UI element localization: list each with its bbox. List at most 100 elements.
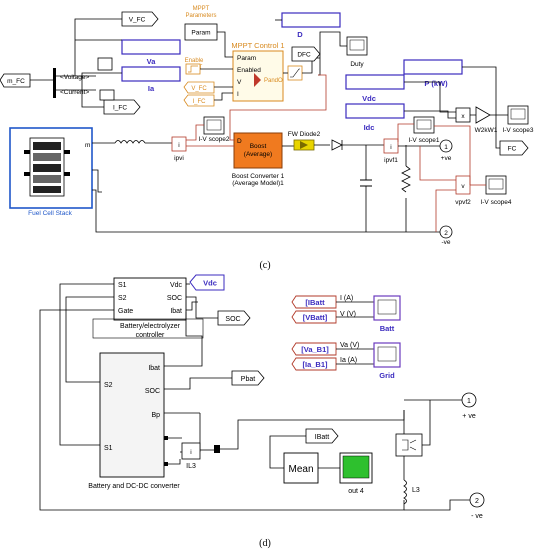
from-va-b1-label: [Va_B1] xyxy=(301,345,329,354)
mean-block[interactable]: Mean xyxy=(283,452,319,484)
port2-num: 2 xyxy=(444,230,448,237)
from-i-fc[interactable]: I_FC xyxy=(183,94,215,107)
goto-dfc[interactable]: DFC xyxy=(291,46,321,62)
saturation-block[interactable] xyxy=(287,65,303,81)
port1-num: 1 xyxy=(444,144,448,151)
goto-fc[interactable]: FC xyxy=(499,140,529,156)
fw-diode[interactable]: FW Diode2 xyxy=(288,131,321,151)
inductor-l3 xyxy=(403,479,407,505)
goto-pbat-label: Pbat xyxy=(241,376,255,383)
batt-dcdc-label: Battery and DC-DC converter xyxy=(88,483,180,490)
scope-batt-label: Batt xyxy=(380,324,395,333)
ipvi-glyph: i xyxy=(178,142,179,149)
resistor xyxy=(401,165,411,193)
port-negative-c[interactable]: 2 -ve xyxy=(439,225,453,246)
goto-v-fc[interactable]: V_FC xyxy=(121,11,159,27)
display-vdc[interactable]: Vdc xyxy=(345,74,405,103)
from-i-fc-label: I_FC xyxy=(192,99,206,105)
from-ibatt-label: [IBatt xyxy=(305,298,325,307)
display-va[interactable]: Va xyxy=(121,39,181,66)
boost-port-d: D xyxy=(237,138,242,145)
goto-i-fc[interactable]: I_FC xyxy=(103,99,141,115)
battery-dcdc-converter[interactable]: S2 S1 Ibat SOC Bp xyxy=(99,352,168,478)
port-positive-d[interactable]: 1 + ve xyxy=(461,392,477,420)
iv-scope2-label: I-V scope2 xyxy=(198,136,229,143)
scope-duty[interactable]: Duty xyxy=(346,36,368,68)
mppt-algo-icon xyxy=(254,73,261,87)
mppt-algo-label: PandO xyxy=(264,78,283,84)
display-p-kw[interactable]: P (kW) xyxy=(403,59,463,88)
scope-out4[interactable]: out 4 xyxy=(339,452,373,495)
mppt-control-block[interactable]: Param Enabled V I PandO xyxy=(232,50,284,102)
caption-d: (d) xyxy=(259,538,271,549)
batt-scope-lbl-i: I (A) xyxy=(340,295,353,302)
display-idc[interactable]: Idc xyxy=(345,103,405,132)
port-positive-c[interactable]: 1 +ve xyxy=(439,139,453,162)
bus-selector[interactable] xyxy=(53,68,56,98)
display-ia-label: Ia xyxy=(148,84,155,93)
iv-scope2[interactable]: I-V scope2 xyxy=(198,116,230,143)
current-meas-il3[interactable]: i IL3 xyxy=(181,442,201,470)
fc-stack-label: Fuel Cell Stack xyxy=(28,210,72,217)
switch-block[interactable] xyxy=(395,433,423,457)
display-d[interactable]: D xyxy=(281,12,341,39)
from-ia-b1[interactable]: [Ia_B1] xyxy=(291,357,337,371)
goto-ibatt[interactable]: IBatt xyxy=(305,428,339,444)
from-vbatt-scope[interactable]: [VBatt] xyxy=(291,310,337,324)
display-ia[interactable]: Ia xyxy=(121,66,181,93)
scope-grid[interactable]: Grid xyxy=(373,342,401,380)
goto-pbat[interactable]: Pbat xyxy=(231,370,265,386)
battery-electrolyzer-controller[interactable]: S1 S2 Gate Vdc SOC Ibat xyxy=(113,277,187,321)
from-v-fc-label: V_FC xyxy=(191,86,207,92)
w2kw-label: W2kW1 xyxy=(475,127,498,134)
goto-soc[interactable]: SOC xyxy=(217,310,251,326)
enable-mppt-block[interactable] xyxy=(185,63,201,75)
port1-d-num: 1 xyxy=(467,398,471,405)
port1-label: +ve xyxy=(441,155,452,162)
boost-converter[interactable]: Boost(Average) D Boost Converter 1(Avera… xyxy=(232,132,285,187)
from-v-fc[interactable]: V_FC xyxy=(183,81,215,94)
from-vdc[interactable]: Vdc xyxy=(189,274,225,291)
iv-scope1[interactable]: I-V scope1 xyxy=(408,116,440,144)
product-block[interactable]: x xyxy=(455,107,471,123)
display-va-label: Va xyxy=(147,57,157,66)
from-m-fc[interactable]: m_FC xyxy=(0,73,31,88)
fc-port-m: m xyxy=(85,142,90,149)
scope-duty-label: Duty xyxy=(350,61,364,68)
vpvf-label: vpvf2 xyxy=(455,199,471,206)
from-ibatt-scope[interactable]: [IBatt xyxy=(291,295,337,309)
iv-scope4[interactable]: I-V scope4 xyxy=(480,175,512,206)
from-ia-b1-label: [Ia_B1] xyxy=(302,360,328,369)
mini-scope-ia[interactable] xyxy=(99,89,115,101)
batt-port-soc: SOC xyxy=(145,388,160,395)
mini-scope-va[interactable] xyxy=(97,57,113,71)
bus-voltage-label: <Voltage> xyxy=(60,74,89,81)
batt-port-bp: Bp xyxy=(151,412,160,419)
from-va-b1[interactable]: [Va_B1] xyxy=(291,342,337,356)
ipvf-label: ipvf1 xyxy=(384,157,398,164)
from-m-fc-label: m_FC xyxy=(7,78,25,85)
demux xyxy=(214,445,220,453)
iv-scope3[interactable]: I-V scope3 xyxy=(502,105,534,134)
param-block[interactable]: Param xyxy=(184,23,218,41)
current-meas-ipvi[interactable]: i ipvi xyxy=(171,136,187,162)
mppt-port-param: Param xyxy=(237,55,256,62)
controller-label-box xyxy=(92,318,204,339)
scope-batt[interactable]: Batt xyxy=(373,295,401,333)
gain-w2kw[interactable]: W2kW1 xyxy=(475,106,498,134)
ctrl-port-ibat: Ibat xyxy=(170,308,182,315)
current-meas-ipvf[interactable]: i ipvf1 xyxy=(383,138,399,164)
from-vbatt-label: [VBatt] xyxy=(303,313,328,322)
scope-out4-label: out 4 xyxy=(348,488,364,495)
port-negative-d[interactable]: 2 - ve xyxy=(469,492,485,520)
iv-scope4-label: I-V scope4 xyxy=(480,199,511,206)
batt-port-s2: S2 xyxy=(104,382,113,389)
fuel-cell-stack[interactable]: m Fuel Cell Stack xyxy=(9,127,93,217)
ipvf-glyph: i xyxy=(390,144,391,151)
batt-port-ibat: Ibat xyxy=(148,365,160,372)
voltage-meas-vpvf[interactable]: v vpvf2 xyxy=(455,175,471,206)
goto-v-fc-label: V_FC xyxy=(129,17,146,24)
